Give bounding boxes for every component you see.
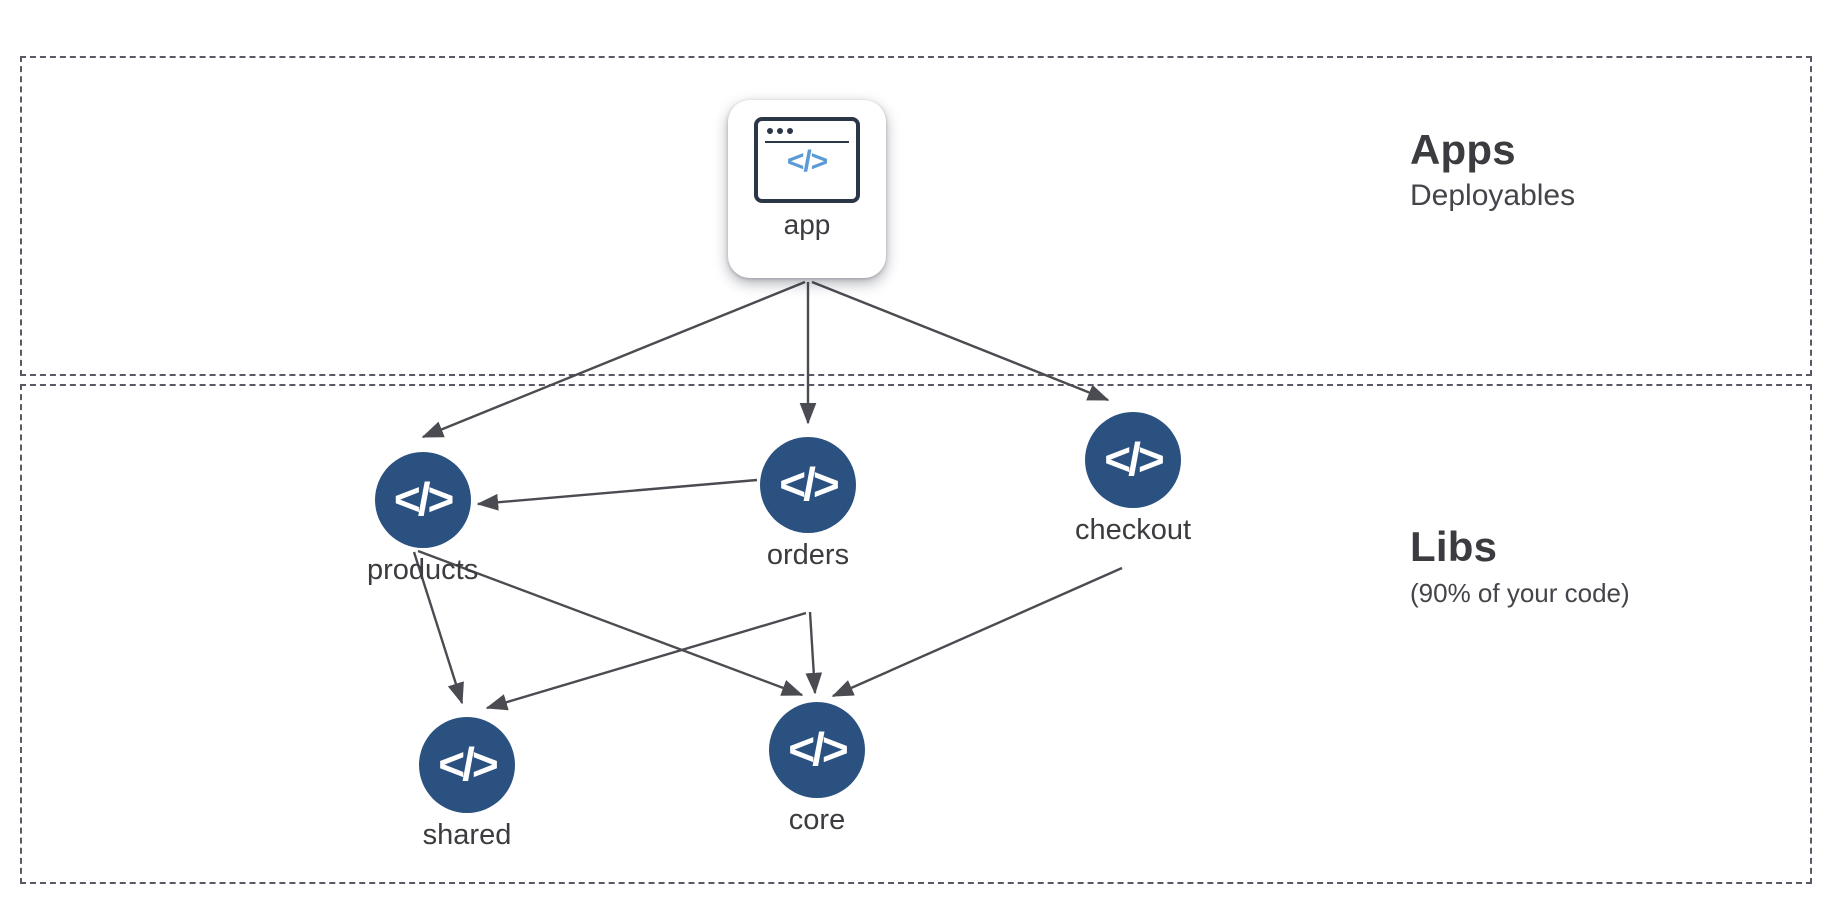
browser-dots-icon — [767, 128, 793, 134]
code-glyph: </> — [779, 458, 839, 510]
zone-apps-subtitle: Deployables — [1410, 179, 1576, 213]
zone-libs — [20, 384, 1812, 884]
code-icon: </> — [760, 437, 856, 533]
code-glyph: </> — [788, 723, 848, 775]
browser-code-icon: </> — [754, 117, 860, 203]
node-app-label: app — [783, 209, 831, 240]
code-glyph: </> — [438, 738, 498, 790]
node-products-label: products — [367, 554, 479, 586]
code-icon: </> — [769, 702, 865, 798]
code-glyph: </> — [1104, 433, 1164, 485]
code-glyph: </> — [786, 145, 828, 178]
node-core-label: core — [788, 804, 846, 836]
code-icon: </> — [419, 717, 515, 813]
node-orders[interactable]: </> orders — [760, 437, 856, 570]
code-glyph: </> — [393, 473, 454, 525]
zone-apps — [20, 56, 1812, 376]
zone-libs-subtitle: (90% of your code) — [1410, 578, 1630, 609]
zone-libs-caption: Libs (90% of your code) — [1410, 523, 1630, 609]
node-orders-label: orders — [766, 539, 850, 571]
node-products[interactable]: </> products — [367, 452, 478, 585]
node-checkout[interactable]: </> checkout — [1075, 412, 1191, 545]
zone-apps-caption: Apps Deployables — [1410, 126, 1576, 214]
code-icon: </> — [374, 452, 471, 548]
zone-libs-title: Libs — [1410, 523, 1498, 570]
node-shared[interactable]: </> shared — [419, 717, 515, 850]
node-checkout-label: checkout — [1075, 514, 1192, 546]
node-core[interactable]: </> core — [769, 702, 865, 835]
code-icon: </> — [1085, 412, 1182, 508]
zone-apps-title: Apps — [1410, 126, 1516, 173]
node-shared-label: shared — [422, 819, 512, 851]
node-app[interactable]: </> app — [728, 100, 886, 278]
browser-divider — [765, 141, 849, 143]
